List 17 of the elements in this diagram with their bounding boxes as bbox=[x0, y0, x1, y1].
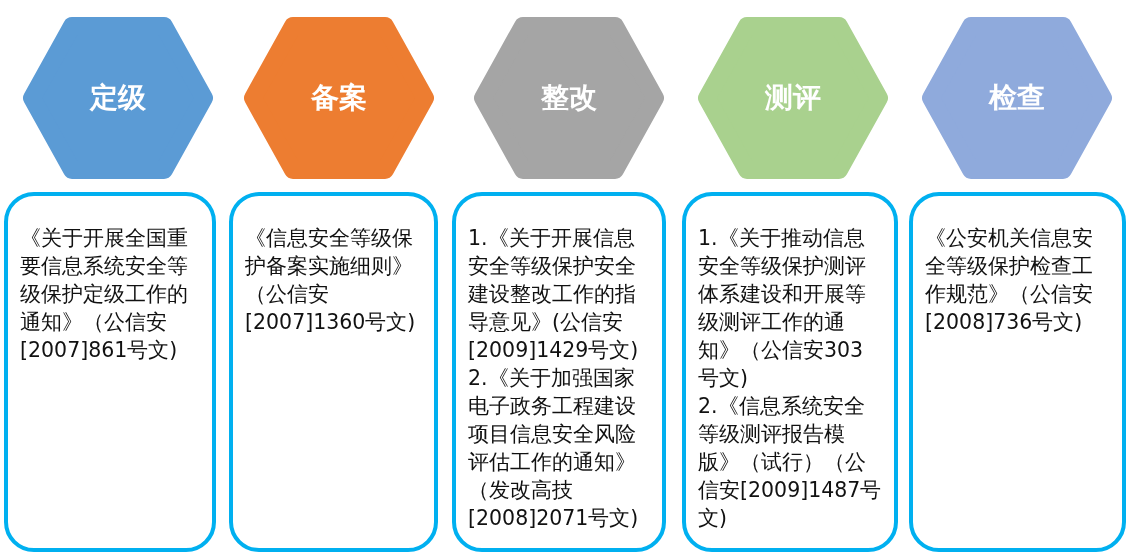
document-card bbox=[4, 192, 216, 552]
document-reference: 2.《信息系统安全等级测评报告模版》（试行）（公信安[2009]1487号文) bbox=[698, 393, 883, 532]
document-reference: 《信息安全等级保护备案实施细则》（公信安[2007]1360号文) bbox=[245, 225, 417, 336]
document-card bbox=[682, 192, 898, 552]
document-card bbox=[909, 192, 1126, 552]
stage-title: 整改 bbox=[541, 80, 597, 116]
document-reference: 1.《关于开展信息安全等级保护安全建设整改工作的指导意见》(公信安[2009]1429号文) bbox=[468, 225, 640, 364]
document-card bbox=[452, 192, 666, 552]
document-reference: 《关于开展全国重要信息系统安全等级保护定级工作的通知》（公信安[2007]861号文) bbox=[20, 225, 189, 364]
document-reference: 《公安机关信息安全等级保护检查工作规范》（公信安[2008]736号文) bbox=[925, 225, 1094, 336]
stage-title: 备案 bbox=[311, 80, 367, 116]
stage-title: 检查 bbox=[989, 80, 1045, 116]
stage-title: 测评 bbox=[765, 80, 821, 116]
document-card bbox=[229, 192, 438, 552]
stage-title: 定级 bbox=[90, 80, 146, 116]
document-reference: 2.《关于加强国家电子政务工程建设项目信息安全风险评估工作的通知》（发改高技[2008]2071号文) bbox=[468, 365, 640, 532]
document-reference: 1.《关于推动信息安全等级保护测评体系建设和开展等级测评工作的通知》（公信安303号文) bbox=[698, 225, 867, 392]
